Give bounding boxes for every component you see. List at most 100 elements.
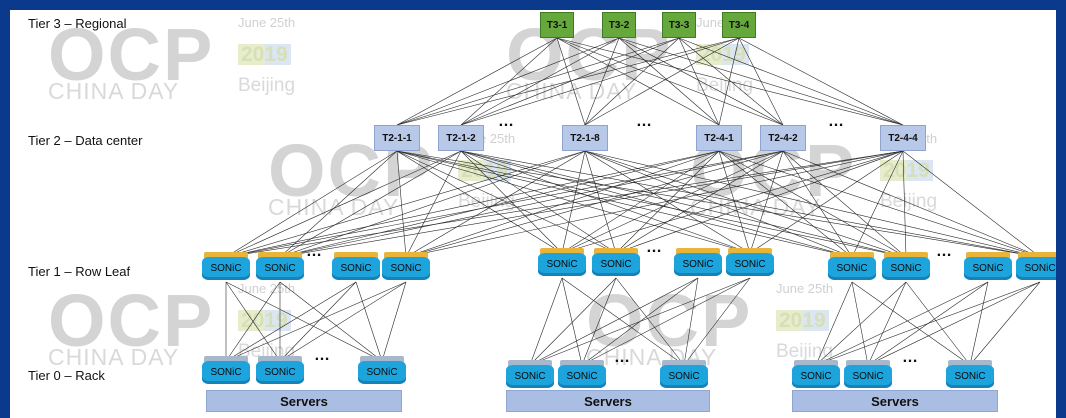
link-line <box>529 277 751 366</box>
t0-switch[interactable]: SONiC <box>558 360 606 390</box>
link-line <box>279 150 904 258</box>
t2-node[interactable]: T2-1-8 <box>562 125 608 151</box>
link-line <box>718 150 907 258</box>
link-line <box>279 281 407 362</box>
link-line <box>867 281 1041 366</box>
switch-label: SONiC <box>844 365 892 388</box>
t0-switch[interactable]: SONiC <box>506 360 554 390</box>
t0-switch[interactable]: SONiC <box>792 360 840 390</box>
link-line <box>815 281 907 366</box>
switch-label: SONiC <box>964 257 1012 280</box>
link-line <box>279 150 720 258</box>
link-line <box>460 150 1041 258</box>
link-line <box>782 150 1041 258</box>
switch-cap <box>384 252 428 260</box>
t3-node[interactable]: T3-4 <box>722 12 756 38</box>
t3-node[interactable]: T3-3 <box>662 12 696 38</box>
t0-switch[interactable]: SONiC <box>256 356 304 386</box>
t2-node[interactable]: T2-4-1 <box>696 125 742 151</box>
link-line <box>851 281 971 366</box>
link-line <box>556 37 904 126</box>
link-line <box>584 37 620 126</box>
t0-switch[interactable]: SONiC <box>202 356 250 386</box>
t1-switch[interactable]: SONiC <box>828 252 876 282</box>
link-line <box>225 281 281 362</box>
link-line <box>225 281 357 362</box>
t1-switch[interactable]: SONiC <box>726 248 774 278</box>
switch-label: SONiC <box>946 365 994 388</box>
link-line <box>396 150 853 258</box>
link-line <box>405 150 720 258</box>
t1-ellipsis: … <box>936 243 953 260</box>
t0-switch[interactable]: SONiC <box>660 360 708 390</box>
t2-node[interactable]: T2-4-4 <box>880 125 926 151</box>
t0-ellipsis: … <box>314 347 331 364</box>
link-line <box>718 37 740 126</box>
link-line <box>405 150 462 258</box>
link-line <box>815 281 989 366</box>
link-line <box>225 150 462 258</box>
t1-switch[interactable]: SONiC <box>332 252 380 282</box>
switch-label: SONiC <box>538 253 586 276</box>
link-line <box>279 150 398 258</box>
t1-ellipsis: … <box>646 239 663 256</box>
link-line <box>460 37 740 126</box>
t1-switch[interactable]: SONiC <box>674 248 722 278</box>
t3-node[interactable]: T3-1 <box>540 12 574 38</box>
link-line <box>749 150 904 254</box>
link-line <box>902 150 907 258</box>
switch-cap <box>948 360 992 368</box>
t1-ellipsis: … <box>306 243 323 260</box>
switch-cap <box>204 252 248 260</box>
link-line <box>279 150 586 258</box>
link-line <box>279 150 462 258</box>
link-line <box>905 281 971 366</box>
t1-switch[interactable]: SONiC <box>382 252 430 282</box>
switch-label: SONiC <box>382 257 430 280</box>
switch-label: SONiC <box>506 365 554 388</box>
link-line <box>581 277 751 366</box>
link-line <box>902 150 1041 258</box>
switch-cap <box>360 356 404 364</box>
link-line <box>225 281 407 362</box>
link-line <box>225 281 383 362</box>
t1-switch[interactable]: SONiC <box>882 252 930 282</box>
t1-switch[interactable]: SONiC <box>592 248 640 278</box>
link-line <box>678 37 904 126</box>
diagram-panel: OCP CHINA DAY June 25th 2019 Beijing OCP… <box>10 10 1056 418</box>
link-line <box>969 281 1041 366</box>
t0-switch[interactable]: SONiC <box>358 356 406 386</box>
link-line <box>618 37 784 126</box>
t2-node[interactable]: T2-4-2 <box>760 125 806 151</box>
t1-switch[interactable]: SONiC <box>538 248 586 278</box>
servers-bar[interactable]: Servers <box>792 390 998 412</box>
t2-node[interactable]: T2-1-1 <box>374 125 420 151</box>
switch-label: SONiC <box>726 253 774 276</box>
servers-bar[interactable]: Servers <box>206 390 402 412</box>
link-line <box>460 37 558 126</box>
switch-cap <box>258 252 302 260</box>
link-line <box>396 150 563 254</box>
link-line <box>460 150 617 254</box>
t1-switch[interactable]: SONiC <box>202 252 250 282</box>
t1-switch[interactable]: SONiC <box>1016 252 1056 282</box>
link-line <box>749 150 784 254</box>
link-line <box>396 150 907 258</box>
t1-switch[interactable]: SONiC <box>256 252 304 282</box>
link-line <box>618 37 720 126</box>
t0-switch[interactable]: SONiC <box>844 360 892 390</box>
switch-cap <box>662 360 706 368</box>
link-line <box>225 150 586 258</box>
t2-node[interactable]: T2-1-2 <box>438 125 484 151</box>
switch-cap <box>676 248 720 256</box>
link-line <box>460 37 680 126</box>
switch-cap <box>560 360 604 368</box>
switch-label: SONiC <box>660 365 708 388</box>
t0-switch[interactable]: SONiC <box>946 360 994 390</box>
servers-bar[interactable]: Servers <box>506 390 710 412</box>
link-line <box>225 150 904 258</box>
t3-node[interactable]: T3-2 <box>602 12 636 38</box>
t1-switch[interactable]: SONiC <box>964 252 1012 282</box>
link-line <box>561 277 685 366</box>
